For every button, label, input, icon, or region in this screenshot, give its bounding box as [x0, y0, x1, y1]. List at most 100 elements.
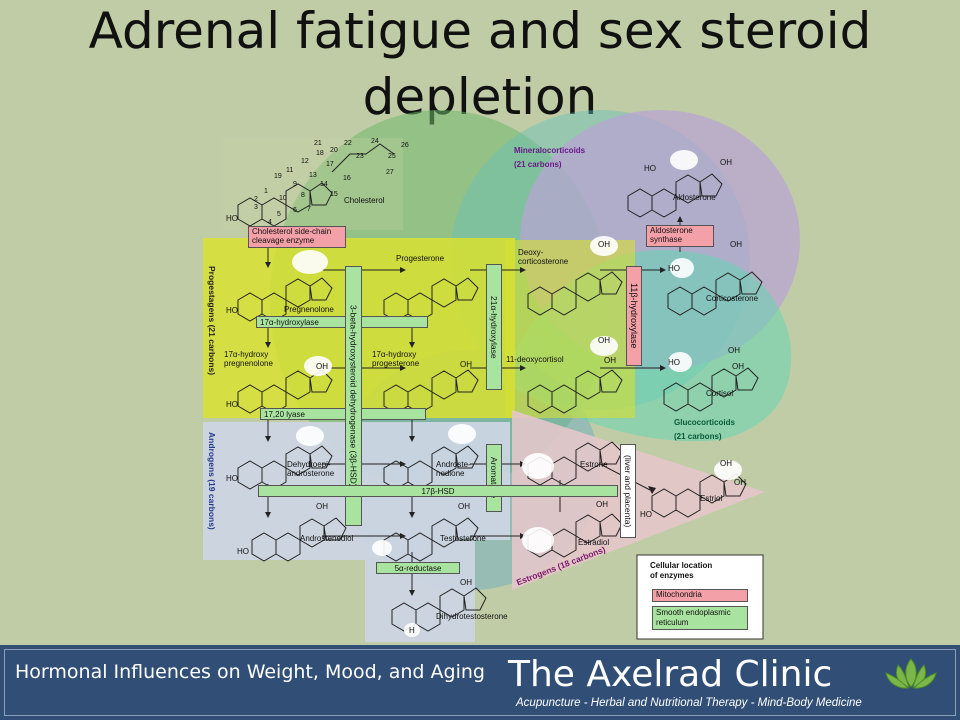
molecule-testosterone: Testosterone — [440, 534, 486, 543]
deoxycorticosterone-structure — [527, 271, 623, 316]
molecule-androstenediol: Androstenediol — [300, 534, 354, 543]
atom-ho-cholesterol: HO — [226, 214, 238, 223]
legend-smooth-er: Smooth endoplasmic reticulum — [652, 606, 748, 630]
carbon-10: 10 — [279, 195, 287, 202]
dhea-structure — [237, 445, 333, 490]
estriol-structure — [651, 473, 747, 518]
atom-ho-dhea: HO — [226, 474, 238, 483]
atom-oh-testosterone: OH — [458, 502, 470, 511]
carbon-25: 25 — [388, 153, 396, 160]
slide-title-line1: Adrenal fatigue and sex steroid — [88, 2, 872, 60]
carbon-1: 1 — [264, 188, 268, 195]
label-glucocorticoids-carbons: (21 carbons) — [674, 432, 722, 441]
molecule-dht: Dihydrotestosterone — [436, 612, 508, 621]
legend-title: Cellular location of enzymes — [650, 561, 713, 580]
carbon-2: 2 — [254, 196, 258, 203]
hydroxypregnenolone-structure — [237, 369, 333, 414]
molecule-hydroxypregnenolone: 17α-hydroxy pregnenolone — [224, 350, 273, 368]
label-glucocorticoids: Glucocorticoids — [674, 418, 735, 427]
molecule-aldosterone: Aldosterone — [673, 193, 716, 202]
carbon-11: 11 — [286, 167, 294, 174]
enzyme-scc: Cholesterol side-chain cleavage enzyme — [248, 226, 346, 248]
atom-oh-hydroxyprogesterone: OH — [460, 360, 472, 369]
carbon-6: 6 — [293, 207, 297, 214]
pregnenolone-structure — [237, 277, 333, 322]
estradiol-structure — [527, 513, 623, 558]
carbon-8: 8 — [301, 192, 305, 199]
hydroxyprogesterone-structure — [383, 369, 479, 414]
molecule-deoxycortisol: 11-deoxycortisol — [506, 355, 564, 364]
carbon-4: 4 — [268, 219, 272, 226]
enzyme-3b-hsd: 3-beta-hydroxysteroid dehydrogenase (3β-… — [345, 266, 362, 526]
footer-banner: Hormonal Influences on Weight, Mood, and… — [0, 645, 960, 720]
legend-mitochondria: Mitochondria — [652, 589, 748, 602]
atom-oh-estradiol: OH — [596, 500, 608, 509]
enzyme-17a-hydroxylase: 17α-hydroxylase — [256, 316, 428, 328]
carbon-3: 3 — [254, 204, 258, 211]
androstenediol-structure — [251, 517, 347, 562]
atom-oh-deoxycortisol-1: OH — [598, 336, 610, 345]
atom-oh-cortisol-1: OH — [728, 346, 740, 355]
region-androgens — [203, 422, 510, 642]
slide-title-line2: depletion — [362, 68, 598, 126]
atom-ho-cortisol: HO — [668, 358, 680, 367]
carbon-12: 12 — [301, 158, 309, 165]
atom-oh-dht: OH — [460, 578, 472, 587]
enzyme-17b-hsd: 17β-HSD — [258, 485, 618, 497]
molecule-deoxycorticosterone: Deoxy- corticosterone — [518, 248, 569, 266]
enzyme-11b-hydroxylase: 11β-hydroxylase — [626, 266, 642, 366]
molecule-dhea: Dehydroepi- androsterone — [287, 460, 335, 478]
molecule-estrone: Estrone — [580, 460, 608, 469]
enzyme-aldosterone-synthase: Aldosterone synthase — [646, 225, 714, 247]
carbon-20: 20 — [330, 147, 338, 154]
atom-ho-hydroxypregnenolone: HO — [226, 400, 238, 409]
androstenedione-structure — [383, 445, 479, 490]
enzyme-liver-placenta: (liver and placenta) — [620, 444, 636, 538]
lotus-icon — [885, 658, 937, 689]
carbon-13: 13 — [309, 172, 317, 179]
clinic-subtitle: Acupuncture - Herbal and Nutritional The… — [516, 697, 862, 709]
molecule-cholesterol: Cholesterol — [344, 196, 385, 205]
atom-ho-corticosterone: HO — [668, 264, 680, 273]
region-progestagens-ext — [505, 240, 635, 418]
atom-oh-estriol-1: OH — [720, 459, 732, 468]
carbon-7: 7 — [307, 206, 311, 213]
progesterone-structure — [383, 277, 479, 322]
carbon-24: 24 — [371, 138, 379, 145]
molecule-pregnenolone: Pregnenolone — [284, 305, 334, 314]
label-mineralocorticoids: Mineralocorticoids — [514, 146, 586, 155]
atom-oh-corticosterone: OH — [730, 240, 742, 249]
molecule-cortisol: Cortisol — [706, 389, 734, 398]
enzyme-21a-hydroxylase: 21α-hydroxylase — [486, 264, 502, 390]
molecule-corticosterone: Corticosterone — [706, 294, 759, 303]
molecule-progesterone: Progesterone — [396, 254, 445, 263]
atom-oh-estriol-2: OH — [734, 478, 746, 487]
carbon-26: 26 — [401, 142, 409, 149]
enzyme-5a-reductase: 5α-reductase — [376, 562, 460, 574]
atom-oh-deoxycortisol-2: OH — [604, 356, 616, 365]
molecule-hydroxyprogesterone: 17α-hydroxy progesterone — [372, 350, 420, 368]
region-estrogens — [512, 410, 765, 590]
atom-oh-aldosterone: OH — [720, 158, 732, 167]
carbon-23: 23 — [356, 153, 364, 160]
atom-oh-cortisol-2: OH — [732, 362, 744, 371]
carbon-14: 14 — [320, 181, 328, 188]
atom-ho-pregnenolone: HO — [226, 306, 238, 315]
atom-oh-androstenediol: OH — [316, 502, 328, 511]
clinic-name: The Axelrad Clinic — [508, 654, 833, 695]
footer-frame — [4, 649, 956, 716]
aldosterone-structure — [627, 173, 723, 218]
atom-ho-estriol: HO — [640, 510, 652, 519]
carbon-22: 22 — [344, 140, 352, 147]
molecule-androstenedione: Androste- nedione — [436, 460, 471, 478]
cholesterol-box — [223, 138, 403, 230]
cortisol-structure — [663, 367, 759, 412]
estrone-structure — [527, 441, 623, 486]
cholesterol-structure — [237, 143, 395, 227]
atom-h-dht: H — [409, 626, 415, 635]
carbon-17: 17 — [326, 161, 334, 168]
footer-tagline: Hormonal Influences on Weight, Mood, and… — [15, 661, 485, 683]
label-progestagens: Progestagens (21 carbons) — [207, 266, 217, 376]
atom-oh-hydroxypregnenolone: OH — [316, 362, 328, 371]
